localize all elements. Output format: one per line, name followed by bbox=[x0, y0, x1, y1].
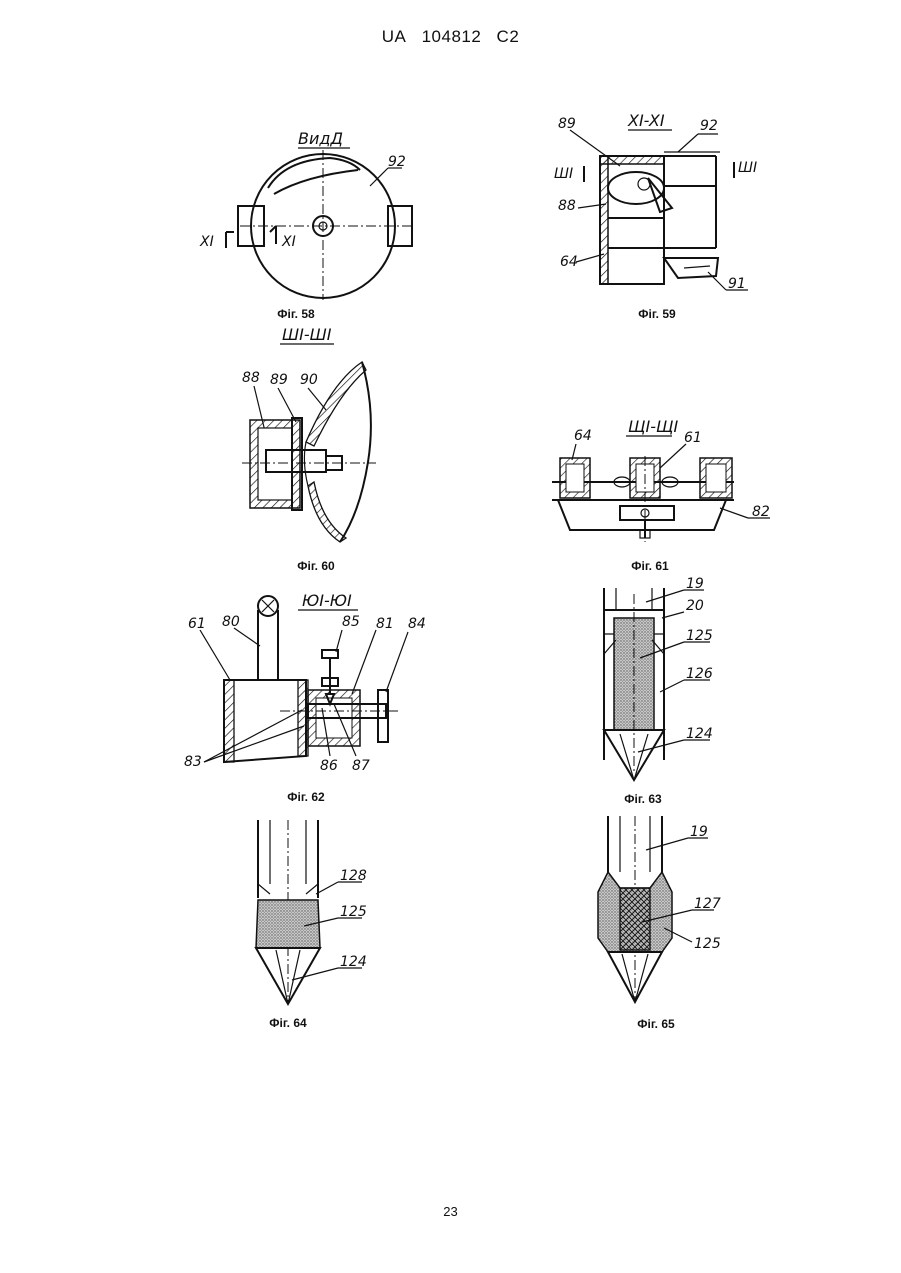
figure-59-label-92: 92 bbox=[700, 118, 718, 134]
figure-58-title: ВидД bbox=[298, 129, 343, 148]
figure-59-section-right: ШІ bbox=[738, 160, 757, 176]
figure-58-section-left: XI bbox=[199, 234, 214, 250]
figure-59-drawing: XI-XI 89 92 88 64 91 ШІ ШІ bbox=[548, 108, 778, 298]
figure-58-drawing: ВидД XI XI 92 bbox=[190, 120, 430, 310]
figure-60-label-89: 89 bbox=[270, 372, 288, 388]
figure-58: ВидД XI XI 92 bbox=[190, 120, 430, 310]
figure-59-label-89: 89 bbox=[558, 116, 576, 132]
header-number: 104812 bbox=[422, 27, 482, 46]
figure-62-label-83: 83 bbox=[184, 754, 202, 770]
figure-64-caption: Фіг. 64 bbox=[228, 1016, 348, 1030]
figure-61-label-61: 61 bbox=[684, 430, 702, 446]
figure-60: ШІ-ШІ 88 89 90 bbox=[236, 322, 386, 552]
page-number: 23 bbox=[0, 1204, 901, 1219]
figure-64-drawing: 128 125 124 bbox=[244, 814, 384, 1010]
figure-65: 19 127 125 bbox=[590, 812, 730, 1008]
figure-59: XI-XI 89 92 88 64 91 ШІ ШІ bbox=[548, 108, 778, 298]
figure-59-label-88: 88 bbox=[558, 198, 576, 214]
figure-64: 128 125 124 bbox=[244, 814, 384, 1010]
figure-60-label-88: 88 bbox=[242, 370, 260, 386]
figure-61: ЩІ-ЩІ 64 61 82 bbox=[548, 412, 788, 552]
figure-61-label-64: 64 bbox=[574, 428, 592, 444]
figure-59-caption: Фіг. 59 bbox=[597, 307, 717, 321]
figure-58-section-right: XI bbox=[281, 234, 296, 250]
figure-62-label-86: 86 bbox=[320, 758, 338, 774]
figure-59-title: XI-XI bbox=[627, 111, 665, 130]
figure-60-title: ШІ-ШІ bbox=[282, 325, 332, 344]
figure-60-label-90: 90 bbox=[300, 372, 318, 388]
figure-63-caption: Фіг. 63 bbox=[583, 792, 703, 806]
patent-header: UA 104812 C2 bbox=[0, 27, 901, 47]
figure-62-title: ЮІ-ЮІ bbox=[302, 591, 352, 610]
figure-61-title: ЩІ-ЩІ bbox=[628, 417, 678, 436]
figure-62: ЮІ-ЮІ 61 80 85 81 84 83 bbox=[180, 586, 440, 786]
figure-62-drawing: ЮІ-ЮІ 61 80 85 81 84 83 bbox=[180, 586, 440, 786]
figure-63-label-20: 20 bbox=[686, 598, 704, 614]
figure-63: 19 20 125 126 124 bbox=[590, 574, 730, 788]
figure-63-drawing: 19 20 125 126 124 bbox=[590, 574, 730, 788]
figure-62-caption: Фіг. 62 bbox=[246, 790, 366, 804]
figure-59-section-left: ШІ bbox=[554, 166, 573, 182]
header-country: UA bbox=[382, 27, 407, 46]
figure-58-caption: Фіг. 58 bbox=[236, 307, 356, 321]
figure-60-caption: Фіг. 60 bbox=[256, 559, 376, 573]
figure-60-drawing: ШІ-ШІ 88 89 90 bbox=[236, 322, 386, 552]
figure-62-label-81: 81 bbox=[376, 616, 394, 632]
figure-62-label-84: 84 bbox=[408, 616, 426, 632]
figure-59-label-64: 64 bbox=[560, 254, 578, 270]
figure-62-label-80: 80 bbox=[222, 614, 240, 630]
figure-65-caption: Фіг. 65 bbox=[596, 1017, 716, 1031]
figure-62-label-85: 85 bbox=[342, 614, 360, 630]
figure-62-label-61: 61 bbox=[188, 616, 206, 632]
figure-65-label-125: 125 bbox=[694, 936, 721, 952]
figure-62-label-87: 87 bbox=[352, 758, 370, 774]
figure-65-drawing: 19 127 125 bbox=[590, 812, 730, 1008]
figure-61-caption: Фіг. 61 bbox=[590, 559, 710, 573]
header-kind: C2 bbox=[497, 27, 520, 46]
figure-61-drawing: ЩІ-ЩІ 64 61 82 bbox=[548, 412, 788, 552]
